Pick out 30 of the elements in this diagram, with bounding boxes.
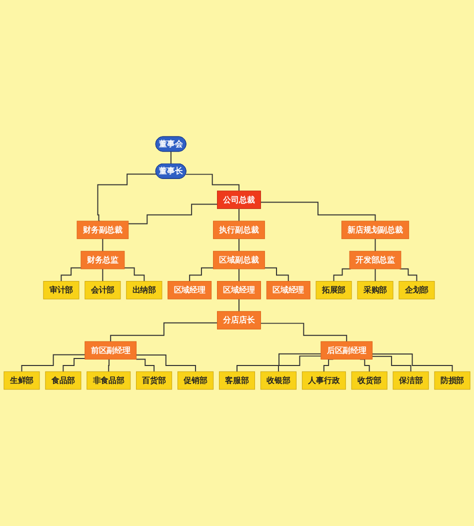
connector	[170, 151, 172, 164]
connector	[62, 358, 86, 372]
connector	[238, 268, 240, 282]
connector	[374, 238, 376, 252]
connector	[236, 353, 322, 372]
connector	[238, 298, 240, 312]
connector	[372, 356, 412, 372]
connector	[21, 354, 86, 372]
connector	[110, 322, 218, 342]
connector	[260, 322, 348, 342]
connector	[333, 268, 352, 282]
connector	[102, 268, 104, 282]
connector	[372, 354, 453, 372]
connector	[60, 267, 82, 282]
connector	[260, 202, 376, 222]
connector	[238, 208, 240, 222]
connector	[189, 267, 214, 282]
connector	[124, 267, 145, 282]
connector	[185, 174, 240, 192]
connector	[374, 268, 376, 282]
connector	[136, 358, 155, 372]
connector	[97, 174, 157, 222]
connector	[399, 268, 418, 282]
connector	[238, 238, 240, 252]
connector	[278, 356, 322, 372]
connector	[102, 238, 104, 252]
connector	[128, 204, 218, 224]
connector	[264, 267, 289, 282]
connector	[108, 358, 110, 372]
connector	[136, 354, 196, 372]
